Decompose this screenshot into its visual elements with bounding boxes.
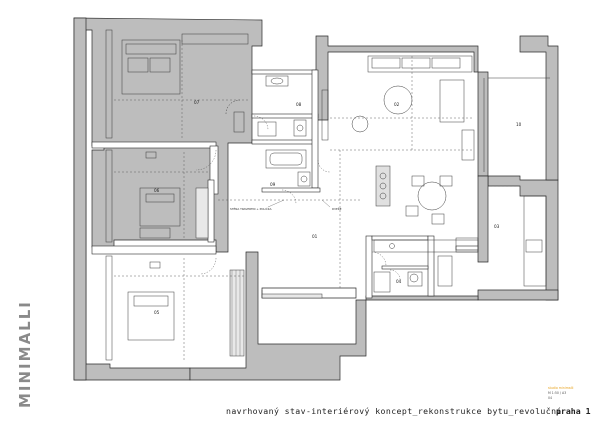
furniture-hall-01 bbox=[261, 290, 323, 299]
wall-note: STĚNA TRAVERTIN + POLIČKA bbox=[230, 206, 272, 211]
partition-walls bbox=[91, 69, 479, 299]
furniture-kitchen-03 bbox=[373, 165, 547, 287]
door-swings bbox=[195, 115, 401, 281]
sheet-title: navrhovaný stav-interiérový koncept_reko… bbox=[226, 406, 562, 416]
furniture-bath-09 bbox=[265, 149, 311, 187]
sheet-meta-scale: M 1:50 / A3 bbox=[548, 391, 567, 395]
furniture-room-05 bbox=[105, 255, 245, 361]
room-label-02: 02 bbox=[394, 102, 400, 107]
furniture-room-07 bbox=[105, 29, 249, 139]
zone-dashed-lines bbox=[114, 40, 520, 362]
sheet-city: praha 1 bbox=[556, 406, 591, 416]
room-label-06: 06 bbox=[154, 188, 160, 193]
sheet-meta-studio: studio minimalli bbox=[548, 386, 574, 390]
room-label-03: 03 bbox=[494, 224, 500, 229]
sheet-meta-number: 04 bbox=[548, 396, 553, 400]
room-label-10: 10 bbox=[516, 122, 522, 127]
drawing-notes: STĚNA TRAVERTIN + POLIČKA DVEŘE bbox=[230, 199, 342, 211]
room-label-04: 04 bbox=[396, 279, 402, 284]
furniture-living-02 bbox=[321, 55, 475, 161]
room-label-01: 01 bbox=[312, 234, 318, 239]
brand-name: MINIMALLI bbox=[16, 300, 34, 408]
furniture-room-06 bbox=[105, 149, 209, 243]
room-label-07: 07 bbox=[194, 100, 200, 105]
brand-logo: MINIMALLI bbox=[12, 300, 42, 410]
furniture-balcony-10 bbox=[483, 77, 550, 172]
furniture-bath-08 bbox=[257, 75, 307, 137]
room-label-09: 09 bbox=[270, 182, 276, 187]
room-labels: 07 06 05 08 09 02 10 03 01 04 bbox=[154, 100, 522, 315]
gap-note: DVEŘE bbox=[332, 206, 342, 211]
room-label-05: 05 bbox=[154, 310, 160, 315]
furniture-bath-04 bbox=[373, 255, 453, 293]
room-label-08: 08 bbox=[296, 102, 302, 107]
